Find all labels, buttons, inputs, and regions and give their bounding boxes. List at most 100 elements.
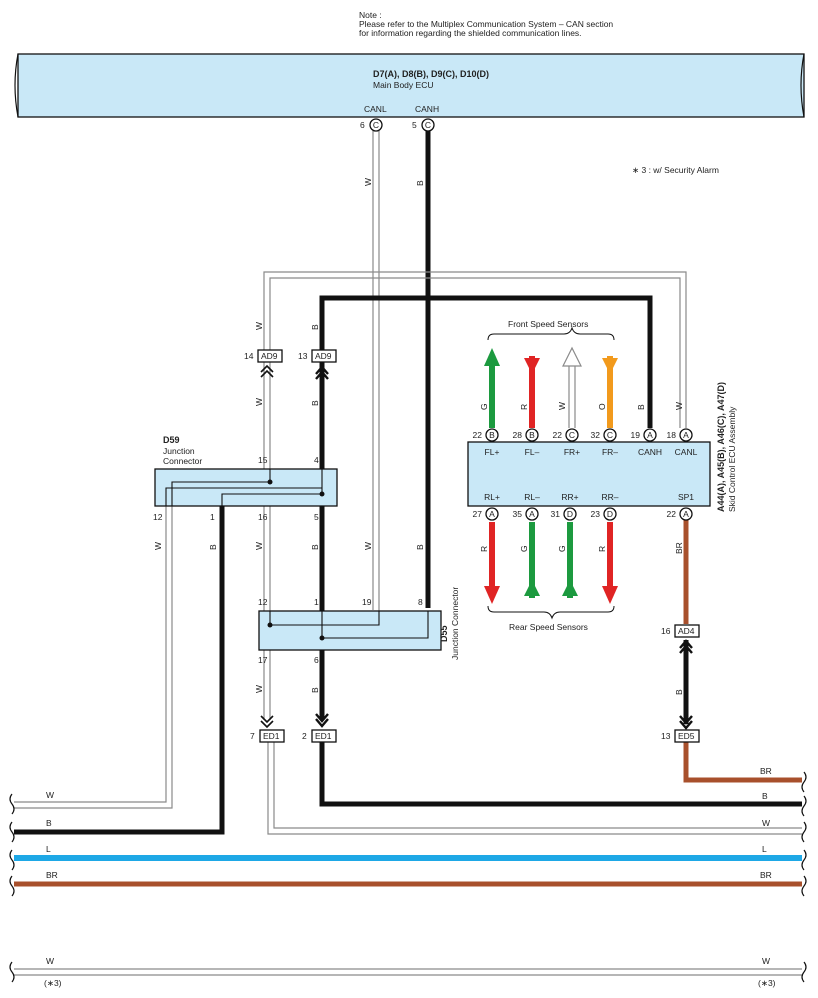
b-loop-top — [319, 295, 653, 428]
skid-bottom-pin-letter-2: D — [567, 509, 573, 519]
skid-bottom-pin-3 — [603, 507, 617, 521]
main-ecu-canh-pin — [421, 118, 435, 132]
ed1-right-code: ED1 — [315, 731, 332, 741]
label-d55-19-w: W — [363, 542, 373, 550]
label-d59-5-b: B — [310, 544, 320, 550]
skid-bottom-pin-0 — [485, 507, 499, 521]
main-ecu-canh-pin-letter: C — [425, 120, 431, 130]
skid-top-pin-letter-1: B — [529, 430, 535, 440]
skid-top-terminal-label-5: CANL — [675, 447, 698, 457]
d59-pin-15: 15 — [258, 455, 268, 465]
skid-top-terminal-label-2: FR+ — [564, 447, 580, 457]
skid-bottom-pin-num-3: 23 — [591, 509, 601, 519]
bus-label-l-left: L — [46, 844, 51, 854]
security-alarm-note: ∗ 3 : w/ Security Alarm — [632, 165, 719, 175]
label-d59-16-w: W — [254, 542, 264, 550]
d55-pin-6: 6 — [314, 655, 319, 665]
b-ed1-bus — [319, 742, 802, 807]
label-mid-b: B — [310, 400, 320, 406]
skid-top-pin-1 — [525, 428, 539, 442]
d55-pin-19: 19 — [362, 597, 372, 607]
label-front-o: O — [597, 403, 607, 410]
ed1-right-pin: 2 — [302, 731, 307, 741]
d55-junction-connector — [258, 610, 442, 651]
ad9-left-connector — [257, 349, 283, 363]
w-ed1-bus-2 — [273, 742, 802, 829]
rear-sensors-brace — [487, 605, 615, 620]
label-canh-b: B — [415, 180, 425, 186]
w-d59-pin12 — [14, 506, 173, 809]
skid-bottom-pin-letter-4: A — [683, 509, 689, 519]
d59-name-1: Junction — [163, 446, 195, 456]
d55-code: D55 — [439, 625, 449, 642]
skid-top-pin-letter-0: B — [489, 430, 495, 440]
bus-label-w-left: W — [46, 790, 54, 800]
d55-pin-8: 8 — [418, 597, 423, 607]
bus-label-w-right: W — [762, 818, 770, 828]
skid-control-ecu-box — [467, 441, 711, 507]
skid-bottom-pin-num-0: 27 — [473, 509, 483, 519]
d59-pin-1: 1 — [210, 512, 215, 522]
main-body-ecu-box — [17, 53, 805, 118]
bus-label-br-left: BR — [46, 870, 58, 880]
skid-top-pin-num-1: 28 — [513, 430, 523, 440]
label-front-r: R — [519, 404, 529, 410]
skid-top-pin-num-4: 19 — [631, 430, 641, 440]
label-rear-g1: G — [519, 545, 529, 552]
skid-top-pin-4 — [643, 428, 657, 442]
skid-bottom-pin-num-1: 35 — [513, 509, 523, 519]
skid-top-pin-0 — [485, 428, 499, 442]
skid-ecu-codes: A44(A), A45(B), A46(C), A47(D) — [716, 382, 726, 512]
main-ecu-canh-pin-num: 5 — [412, 120, 417, 130]
label-top-b: B — [310, 324, 320, 330]
ed5-pin: 13 — [661, 731, 671, 741]
bus-label-w-bottom-left: W — [46, 956, 54, 966]
label-rear-g2: G — [557, 545, 567, 552]
d59-pin-12: 12 — [153, 512, 163, 522]
ed5-code: ED5 — [678, 731, 695, 741]
ad4-pin: 16 — [661, 626, 671, 636]
ed5-connector — [674, 729, 700, 743]
w-shield-outer — [263, 271, 687, 428]
ad4-connector — [674, 624, 700, 638]
skid-bottom-pin-1 — [525, 507, 539, 521]
bus-label-star3-left: (∗3) — [44, 978, 62, 988]
label-d59-1-b: B — [208, 544, 218, 550]
skid-bottom-terminal-label-2: RR+ — [561, 492, 578, 502]
d59-pin-4: 4 — [314, 455, 319, 465]
w-shield-inner — [269, 277, 681, 428]
d55-pin-1: 1 — [314, 597, 319, 607]
note-line-1: Please refer to the Multiplex Communicat… — [359, 19, 613, 29]
skid-bottom-pin-letter-0: A — [489, 509, 495, 519]
main-ecu-name: Main Body ECU — [373, 80, 433, 90]
ad4-code: AD4 — [678, 626, 695, 636]
label-mid-w: W — [254, 398, 264, 406]
ad9-left-pin: 14 — [244, 351, 254, 361]
main-ecu-codes: D7(A), D8(B), D9(C), D10(D) — [373, 69, 489, 79]
skid-bottom-pin-letter-1: A — [529, 509, 535, 519]
w-d59-d55 — [263, 506, 271, 611]
skid-bottom-pin-letter-3: D — [607, 509, 613, 519]
skid-bottom-terminal-label-3: RR– — [601, 492, 618, 502]
label-rear-r2: R — [597, 546, 607, 552]
ad9-right-pin: 13 — [298, 351, 308, 361]
front-sensor-wire-w — [568, 360, 576, 428]
main-ecu-canh-label: CANH — [415, 104, 439, 114]
skid-bottom-pin-4 — [679, 507, 693, 521]
front-sensors-label: Front Speed Sensors — [508, 319, 588, 329]
d59-pin-16: 16 — [258, 512, 268, 522]
skid-top-terminal-label-4: CANH — [638, 447, 662, 457]
bus-label-l-right: L — [762, 844, 767, 854]
label-d55-17-w: W — [254, 685, 264, 693]
w-d55-ed1 — [263, 650, 271, 720]
skid-top-pin-letter-2: C — [569, 430, 575, 440]
skid-top-pin-num-5: 18 — [667, 430, 677, 440]
skid-top-pin-5 — [679, 428, 693, 442]
skid-bottom-terminal-label-0: RL+ — [484, 492, 500, 502]
skid-top-pin-letter-5: A — [683, 430, 689, 440]
w-ad9-d59 — [263, 370, 271, 469]
skid-top-pin-3 — [603, 428, 617, 442]
bus-label-b-right: B — [762, 791, 768, 801]
main-ecu-canl-pin-num: 6 — [360, 120, 365, 130]
